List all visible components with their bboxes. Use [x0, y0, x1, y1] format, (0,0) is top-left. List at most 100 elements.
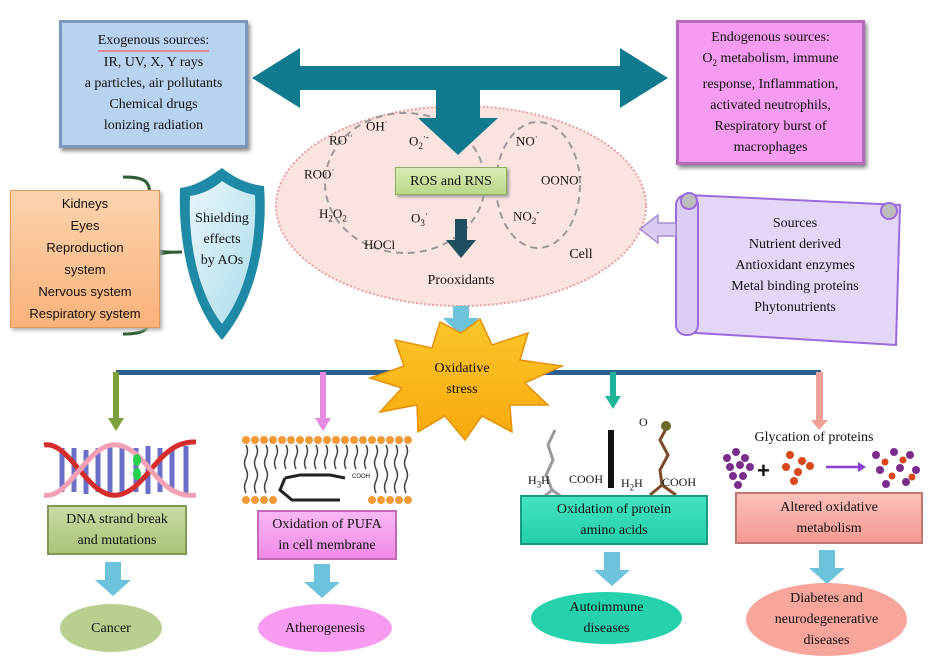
protein-box-line: amino acids — [580, 523, 648, 538]
organ-item: Eyes — [70, 218, 100, 233]
protein-oxidation-box: Oxidation of protein amino acids — [520, 495, 708, 545]
pufa-oxidation-box: Oxidation of PUFA in cell membrane — [257, 510, 397, 560]
exogenous-line: a particles, air pollutants — [84, 76, 223, 91]
species-ro: RO·· — [329, 131, 354, 148]
species-no: NO· — [516, 132, 538, 149]
glycation-molecules: + — [723, 448, 920, 489]
cell-to-stress-arrow — [443, 306, 479, 336]
teal-down-arrow — [418, 88, 498, 155]
scroll-line: Sources — [772, 215, 818, 231]
lipid-bilayer-image — [242, 436, 414, 504]
diabetes-outcome: Diabetes and neurodegenerative diseases — [746, 583, 907, 656]
organ-item: Nervous system — [38, 284, 132, 299]
glycation-caption: Glycation of proteins — [754, 430, 874, 445]
shield-line: Shielding — [195, 210, 249, 226]
dna-helix-image — [43, 437, 197, 499]
pufa-box-line: Oxidation of PUFA — [272, 517, 382, 532]
prooxidants-label: Prooxidants — [427, 273, 495, 288]
species-superoxide: O2·- — [409, 132, 429, 151]
organ-item: Reproduction — [46, 240, 124, 255]
scroll-line: Phytonutrients — [754, 299, 836, 315]
scroll-line: Antioxidant enzymes — [735, 257, 855, 273]
species-hocl: HOCl — [364, 237, 396, 252]
shield-line: effects — [203, 231, 241, 247]
endogenous-line: activated neutrophils, — [710, 97, 831, 113]
scroll-shape — [675, 192, 902, 347]
organ-item: Respiratory system — [29, 306, 141, 321]
exogenous-line: IR, UV, X, Y rays — [103, 55, 204, 70]
endogenous-line-rest: metabolism, immune — [716, 51, 839, 67]
outcome-arrow-protein — [594, 552, 630, 586]
species-no2: NO2- — [513, 207, 540, 226]
cell-label: Cell — [569, 247, 593, 262]
endogenous-line: O2 metabolism, immune — [702, 48, 838, 74]
outcome-arrow-pufa — [304, 564, 340, 598]
outcome-line: Autoimmune — [569, 600, 644, 615]
species-oh: OH· — [366, 117, 388, 134]
shield-label: Shielding effects by AOs — [184, 206, 260, 272]
carboxyl-label-right: COOH — [662, 475, 697, 489]
svg-text:+: + — [757, 458, 770, 483]
endogenous-sources-box: Endogenous sources: O2 metabolism, immun… — [676, 20, 865, 165]
protein-box-line: Oxidation of protein — [556, 502, 672, 517]
endogenous-title: Endogenous sources: — [711, 30, 830, 46]
membrane-cooh-label: COOH — [352, 474, 370, 480]
double-headed-arrow — [252, 48, 668, 108]
species-roo: ROO· — [304, 165, 335, 182]
scroll-line: Metal binding proteins — [731, 278, 859, 294]
dna-box-line: DNA strand break — [66, 512, 168, 527]
outcome-line: Cancer — [91, 620, 131, 636]
branch-arrow-glycation — [811, 372, 828, 430]
amine-label-left: H3H — [528, 473, 550, 490]
outcome-line: neurodegenerative — [774, 612, 879, 627]
endogenous-line: Respiratory burst of — [714, 118, 827, 134]
species-ozone: O3· — [411, 209, 428, 228]
exogenous-line: Chemical drugs — [109, 97, 198, 112]
outcome-line: Atherogenesis — [284, 620, 366, 636]
outcome-line: diseases — [803, 633, 850, 648]
amino-acid-structures — [539, 421, 677, 502]
scroll-left-arrow — [638, 213, 677, 245]
autoimmune-outcome: Autoimmune diseases — [531, 592, 682, 644]
antioxidant-sources-scroll: Sources Nutrient derived Antioxidant enz… — [700, 210, 890, 320]
exogenous-title: Exogenous sources: — [97, 32, 210, 52]
shield-line: by AOs — [200, 252, 244, 268]
carboxyl-label-left: COOH — [569, 472, 604, 486]
prooxidants-arrow — [446, 219, 476, 258]
organ-item: system — [64, 262, 106, 277]
glycation-box-line: metabolism — [796, 521, 862, 536]
amine-label-right: H2H — [621, 476, 643, 493]
species-h2o2: H2O2 — [319, 206, 347, 224]
shield-icon — [179, 168, 265, 340]
atherogenesis-outcome: Atherogenesis — [258, 604, 392, 652]
endogenous-line: macrophages — [733, 139, 808, 155]
dna-damage-box: DNA strand break and mutations — [47, 505, 187, 555]
branch-arrow-pufa — [315, 372, 331, 431]
exogenous-sources-box: Exogenous sources: IR, UV, X, Y rays a p… — [59, 20, 248, 148]
o2-symbol: O — [702, 51, 713, 67]
cancer-outcome: Cancer — [60, 604, 162, 652]
stress-line: Oxidative — [434, 361, 490, 376]
pufa-box-line: in cell membrane — [278, 538, 376, 553]
outcome-line: Diabetes and — [790, 591, 863, 606]
scroll-line: Nutrient derived — [748, 236, 842, 252]
organs-box: Kidneys Eyes Reproduction system Nervous… — [10, 190, 160, 328]
species-peroxynitrite: OONO- — [541, 171, 582, 188]
ros-rns-box: ROS and RNS — [395, 167, 507, 195]
branch-arrow-dna — [108, 372, 124, 431]
organ-item: Kidneys — [61, 196, 109, 211]
exogenous-line: lonizing radiation — [103, 118, 204, 133]
ros-rns-label: ROS and RNS — [410, 173, 492, 189]
glycation-box-line: Altered oxidative — [780, 500, 878, 515]
outcome-arrow-glycation — [809, 550, 845, 584]
rns-dashed-ellipse — [495, 121, 581, 249]
o2-subscript: 2 — [712, 57, 717, 68]
oxygen-label: O — [639, 415, 648, 429]
stress-line: stress — [446, 382, 478, 397]
branch-arrow-protein — [605, 372, 621, 409]
oxidative-stress-starburst — [367, 317, 565, 442]
outcome-line: diseases — [583, 621, 630, 636]
oxidative-stress-label: Oxidative stress — [420, 357, 504, 401]
altered-metabolism-box: Altered oxidative metabolism — [735, 492, 923, 544]
